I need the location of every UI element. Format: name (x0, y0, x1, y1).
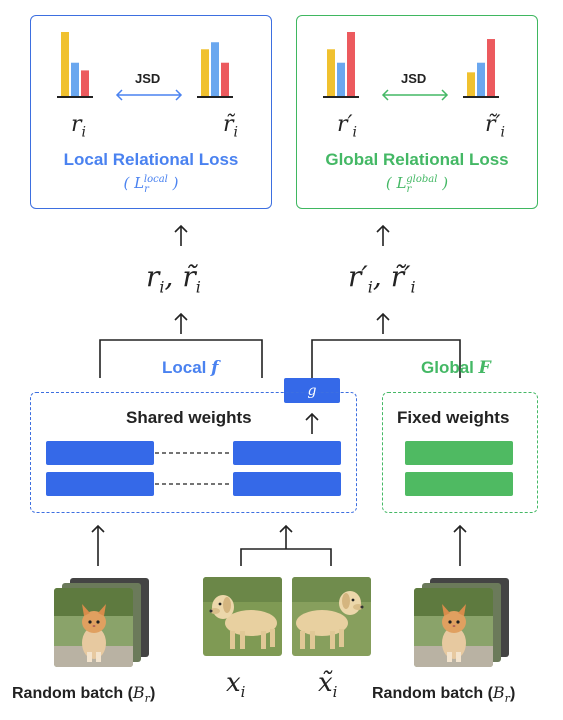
cat-icon (54, 588, 133, 667)
global-layer-1 (405, 441, 513, 465)
jsd-arrow-right-head (441, 89, 449, 101)
global-relational-loss-panel: JSD r′i r̃′i Global Relational Loss ( Lr… (296, 15, 538, 209)
histogram-bar (487, 39, 495, 96)
jsd-label: JSD (135, 71, 161, 86)
local-layer-2 (46, 472, 154, 496)
histogram-bar (61, 32, 69, 96)
global-histograms (323, 32, 499, 101)
local-bracket (99, 339, 263, 378)
dog-photo-xi (203, 577, 282, 656)
fixed-weights-box (382, 392, 538, 513)
histogram-bar (71, 62, 79, 96)
shared-layer-2 (233, 472, 341, 496)
jsd-arrow-left-head (115, 89, 123, 101)
x-i-label: xi (226, 668, 246, 702)
global-output-label: r′i, r̃′i (348, 260, 416, 297)
local-loss-symbol: ( Lrlocal ) (123, 174, 179, 195)
local-histograms (57, 32, 233, 101)
histogram-bar (211, 42, 219, 96)
histogram-bar (221, 62, 229, 96)
local-r-symbol: ri (71, 112, 87, 141)
global-bracket (311, 339, 461, 378)
global-loss-symbol: ( Lrglobal ) (385, 174, 449, 195)
global-r-prime-symbol: r′i (337, 112, 357, 141)
global-layer-2 (405, 472, 513, 496)
histogram-bar (327, 49, 335, 96)
local-relational-loss-panel: JSD ri r̃i Local Relational Loss ( Lrloc… (30, 15, 272, 209)
cat-photo (54, 588, 133, 667)
dog-icon (203, 577, 282, 656)
jsd-arrow-left-head (381, 89, 389, 101)
shared-layer-1 (233, 441, 341, 465)
jsd-arrow-right-head (175, 89, 183, 101)
histogram-bar (467, 72, 475, 96)
g-projector: g (284, 378, 340, 403)
cat-photo (414, 588, 493, 667)
global-right-histogram (463, 39, 499, 98)
histogram-bar (337, 62, 345, 96)
histogram-bar (201, 49, 209, 96)
global-loss-title: Global Relational Loss (325, 150, 509, 169)
local-right-histogram (197, 42, 233, 98)
fixed-weights-label: Fixed weights (397, 408, 510, 427)
x-i-tilde-label: x̃i (318, 668, 338, 702)
shared-weights-box (30, 392, 357, 513)
local-output-label: ri, r̃i (146, 260, 201, 297)
histogram-bar (81, 70, 89, 96)
local-loss-title: Local Relational Loss (63, 150, 239, 169)
global-r-tilde-prime-symbol: r̃′i (485, 112, 505, 141)
input-fork (240, 548, 332, 566)
left-batch-caption: Random batch (Br) (12, 683, 156, 706)
histogram-bar (347, 32, 355, 96)
right-batch-caption: Random batch (Br) (372, 683, 516, 706)
global-left-histogram (323, 32, 359, 98)
jsd-label: JSD (401, 71, 427, 86)
cat-icon (414, 588, 493, 667)
local-layer-1 (46, 441, 154, 465)
local-branch-label: Local f (162, 358, 219, 378)
global-branch-label: Global F (421, 358, 491, 378)
local-left-histogram (57, 32, 93, 98)
dog-icon (292, 577, 371, 656)
local-r-tilde-symbol: r̃i (223, 112, 239, 141)
histogram-bar (477, 62, 485, 96)
shared-weights-label: Shared weights (126, 408, 252, 427)
dog-photo-xi-tilde (292, 577, 371, 656)
